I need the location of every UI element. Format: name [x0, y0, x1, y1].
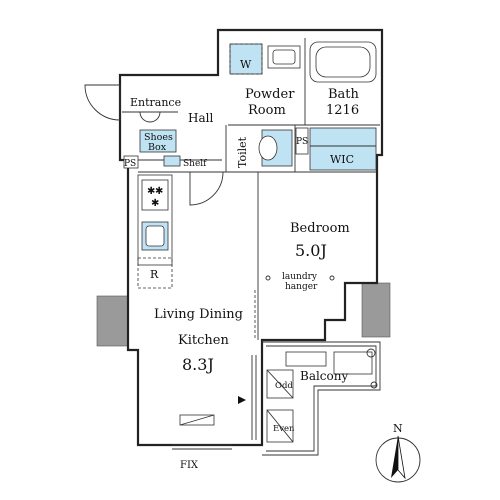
- stove: [141, 179, 169, 211]
- label-laundry-1: laundry: [282, 272, 318, 282]
- label-ldk-size: 8.3J: [182, 355, 214, 374]
- ps-left-box: [123, 155, 139, 169]
- compass-needle-icon: [391, 436, 398, 478]
- label-bath-1: Bath: [328, 87, 360, 102]
- label-bedroom-size: 5.0J: [295, 241, 327, 260]
- hall-door: [189, 171, 224, 206]
- label-ps-left: PS: [124, 159, 136, 169]
- burner-2: ✱: [155, 186, 163, 197]
- label-odd: Odd: [275, 381, 293, 391]
- compass-north-label: N: [393, 422, 403, 435]
- compass-needle-right: [397, 435, 406, 480]
- label-toilet: Toilet: [236, 136, 249, 168]
- label-powder-1: Powder: [245, 87, 295, 102]
- label-hall: Hall: [188, 111, 213, 125]
- label-box: Box: [148, 142, 167, 153]
- shoes-box: [139, 129, 177, 153]
- entrance-door: [84, 84, 121, 121]
- exterior-column-right: [361, 282, 391, 338]
- storage-even-diag: [266, 409, 294, 443]
- bathtub-inner: [315, 46, 371, 78]
- washer-space: [229, 43, 263, 75]
- label-powder-2: Room: [248, 103, 286, 118]
- balcony-outline-inner: [266, 345, 377, 452]
- vanity-basin: [272, 49, 296, 65]
- balcony-drain: [366, 348, 376, 358]
- label-washer: W: [240, 58, 252, 71]
- storage-odd-diag: [266, 369, 294, 399]
- sink-basin: [145, 225, 165, 247]
- label-shelf: Shelf: [183, 159, 207, 169]
- shelf-box: [163, 155, 181, 167]
- label-laundry-2: hanger: [285, 282, 318, 292]
- balcony-arrow: [238, 396, 246, 404]
- balcony-drain-2: [370, 381, 378, 389]
- ps-top-box: [295, 127, 309, 155]
- balcony-outline: [262, 341, 381, 456]
- label-fridge: R: [150, 268, 159, 281]
- burner-3: ✱: [151, 198, 159, 209]
- entrance-small-arc-1: [139, 111, 151, 123]
- label-bath-2: 1216: [326, 103, 359, 118]
- label-shoes: Shoes: [144, 132, 173, 143]
- compass: N: [375, 422, 421, 483]
- label-wic: WIC: [330, 153, 354, 166]
- label-ps-top: PS: [296, 137, 308, 147]
- balcony-unit-1: [285, 351, 327, 367]
- exterior-column-left: [96, 295, 129, 347]
- burner-1: ✱: [147, 186, 155, 197]
- washer-outline: [229, 43, 263, 75]
- laundry-hook-1: [265, 275, 271, 281]
- toilet-bowl: [258, 135, 278, 161]
- ldk-fixture-diag: [179, 414, 215, 426]
- label-even: Even: [273, 424, 295, 434]
- label-ldk-1: Living Dining: [154, 307, 243, 322]
- wic-shelf: [309, 127, 377, 171]
- label-ldk-2: Kitchen: [178, 333, 229, 348]
- label-balcony: Balcony: [300, 369, 348, 383]
- label-bedroom: Bedroom: [290, 221, 350, 236]
- laundry-hook-2: [329, 275, 335, 281]
- label-fix: FIX: [180, 460, 199, 471]
- balcony-unit-2: [333, 351, 373, 375]
- label-entrance: Entrance: [130, 96, 181, 109]
- entrance-small-arc-2: [149, 111, 161, 123]
- fridge-space: [137, 257, 173, 289]
